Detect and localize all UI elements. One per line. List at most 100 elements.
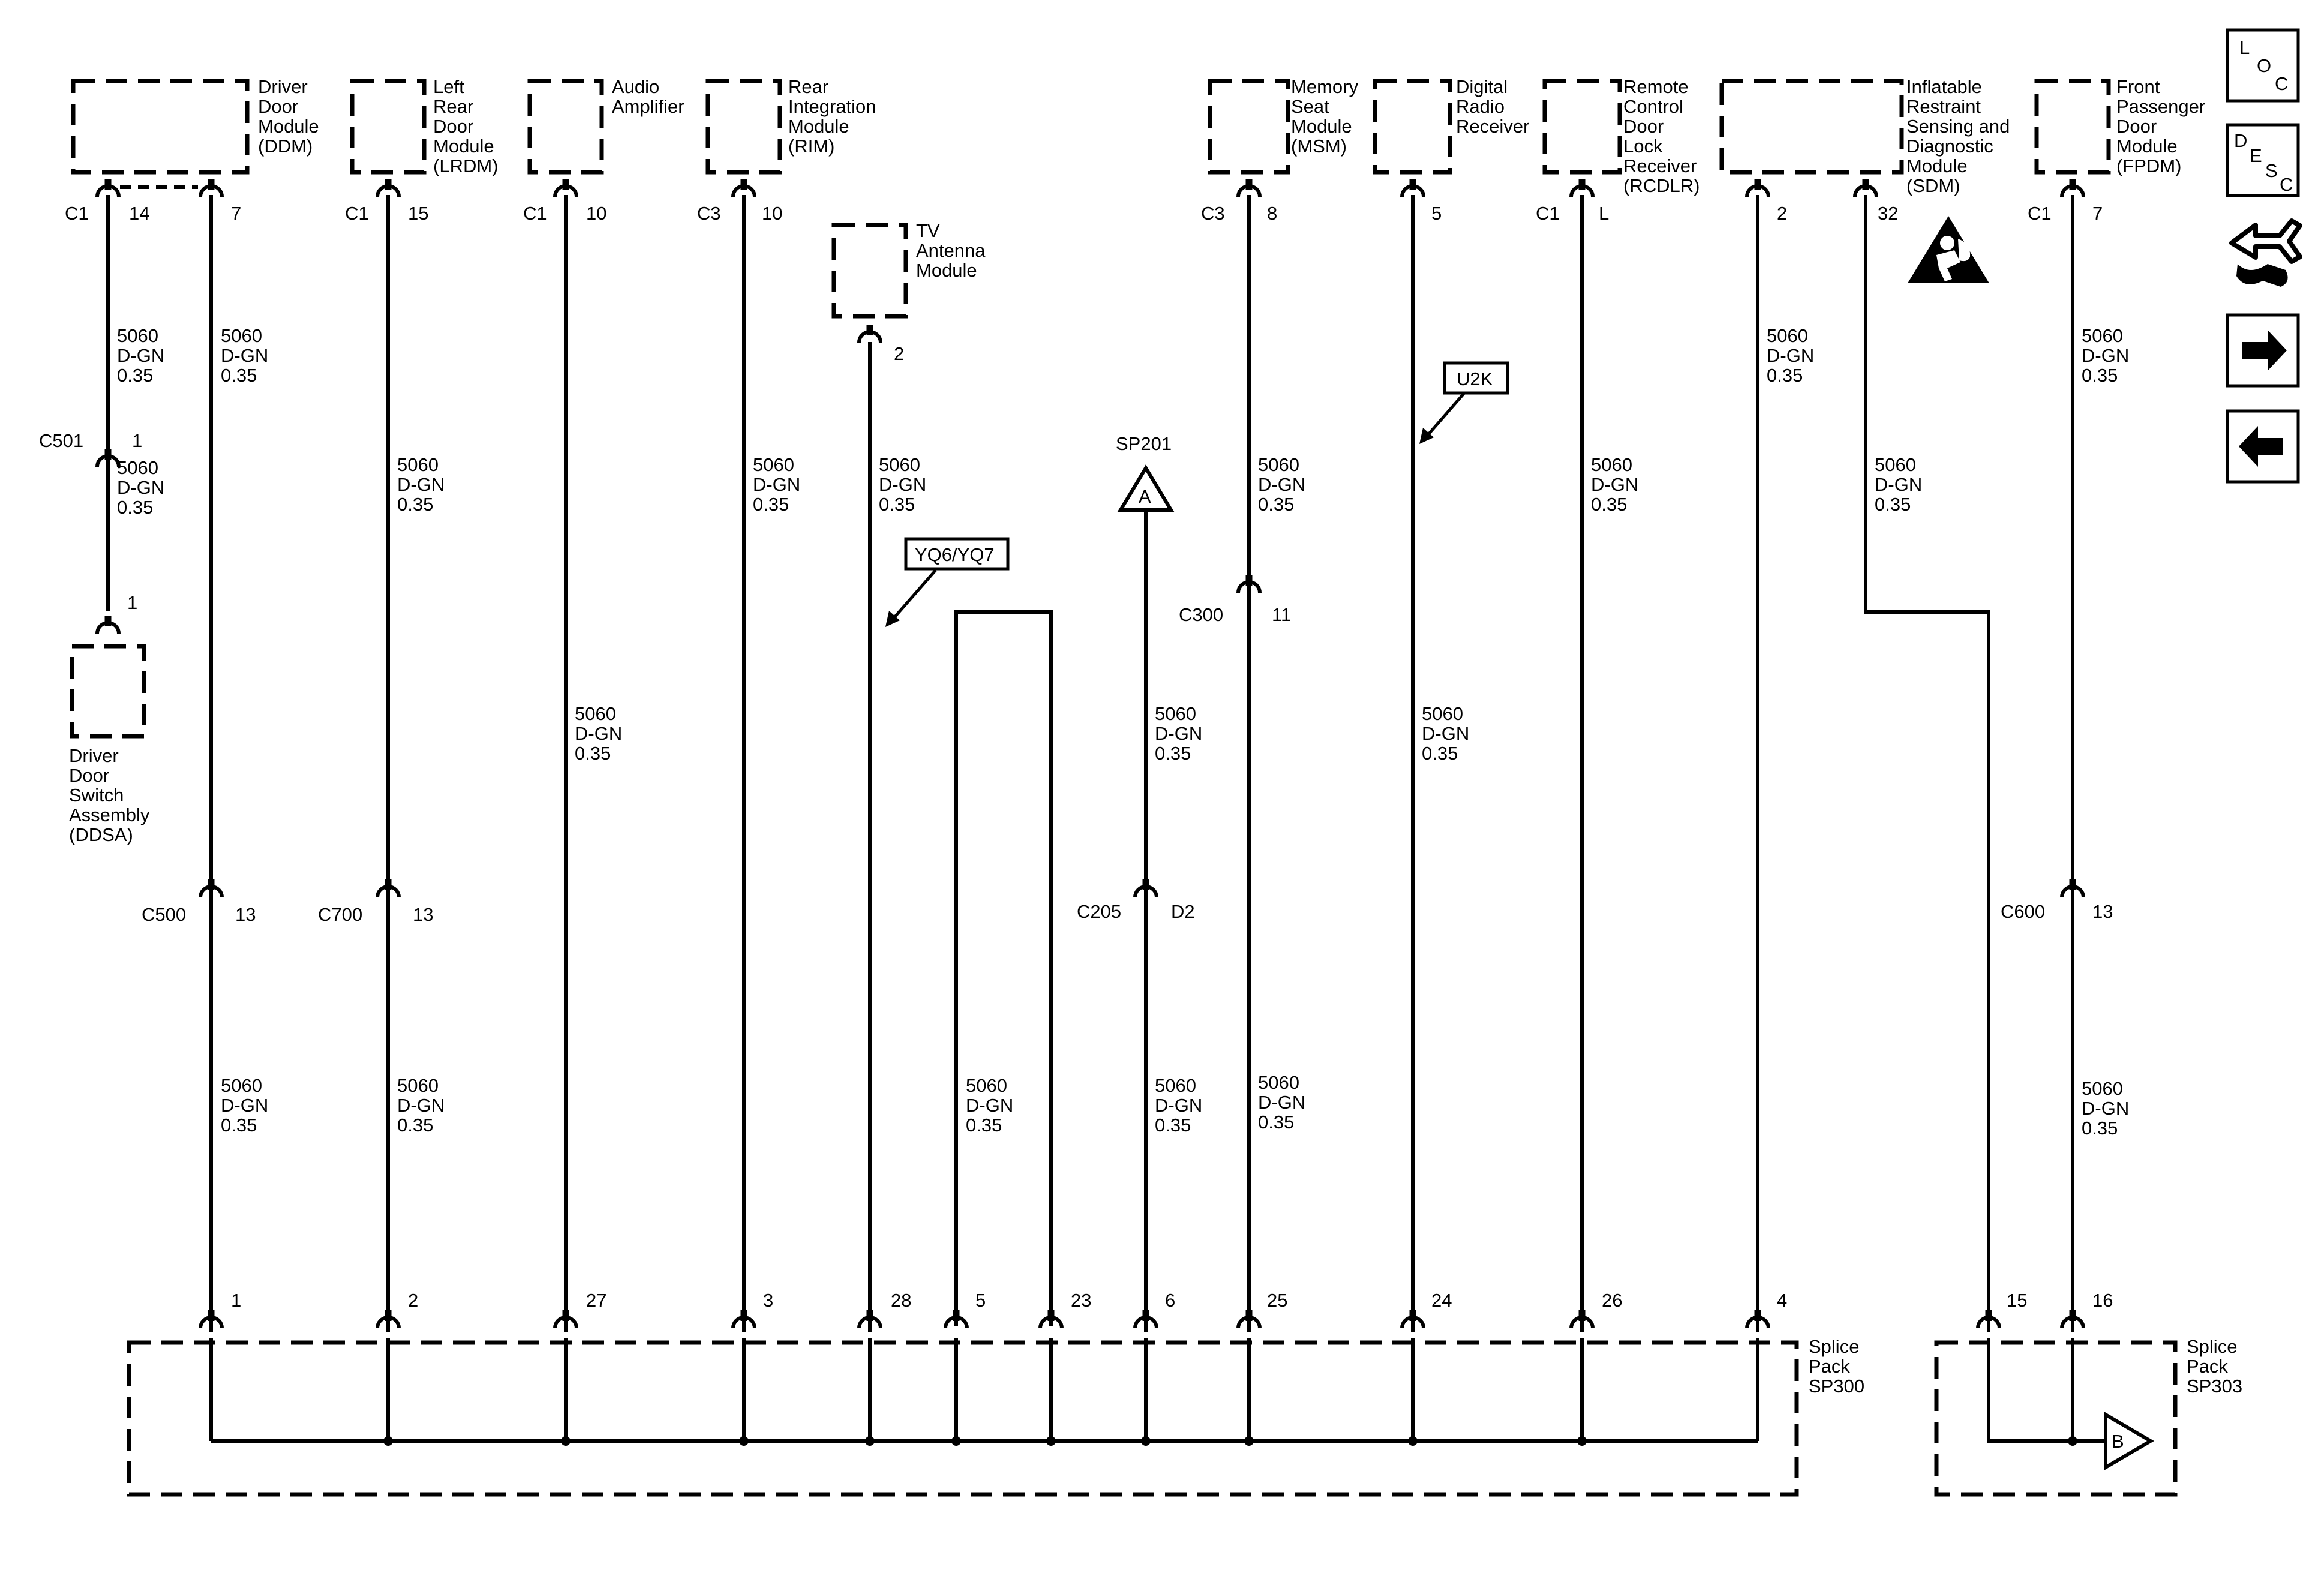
terminal-splice-1: [376, 1310, 401, 1329]
prev-page-button[interactable]: [2226, 409, 2300, 484]
sdm-pin-2: 2: [1777, 203, 1787, 224]
svg-text:6: 6: [1165, 1290, 1175, 1311]
svg-text:C: C: [2275, 73, 2288, 94]
terminal-splice-0: [199, 1310, 224, 1329]
tv-antenna-box[interactable]: [831, 223, 908, 319]
sp303-label: Splice Pack SP303: [2187, 1336, 2242, 1397]
rcdlr-pin: L: [1599, 203, 1609, 224]
terminal-lrdm: [376, 179, 401, 197]
ddsa-box[interactable]: [70, 644, 146, 739]
msm-box[interactable]: [1208, 79, 1290, 175]
wire-loop: [954, 610, 1053, 1326]
terminal-c501-bot: [95, 616, 121, 634]
desc-button[interactable]: D E S C: [2226, 123, 2300, 197]
svg-text:L: L: [2239, 37, 2250, 58]
sdm-box[interactable]: [1719, 79, 1904, 175]
sp303-triangle[interactable]: [2104, 1411, 2154, 1471]
c700-label: C700: [318, 904, 362, 925]
svg-text:5: 5: [975, 1290, 986, 1311]
ddm-pin-14: 14: [129, 203, 149, 224]
c205-pin: D2: [1171, 901, 1195, 922]
msm-label: Memory Seat Module (MSM): [1291, 76, 1364, 157]
amp-box[interactable]: [527, 79, 604, 175]
svg-text:24: 24: [1431, 1290, 1452, 1311]
yq-arrow-line: [893, 569, 937, 619]
fpdm-conn: C1: [2028, 203, 2052, 224]
terminal-sdm-2: [1745, 179, 1770, 197]
tv-antenna-label: TV Antenna Module: [916, 220, 990, 281]
sp300-pin-labels: 1 2 27 3 28 5 23 6 25 24 26 4: [231, 1290, 1787, 1311]
c205-label: C205: [1077, 901, 1121, 922]
arrow-right-icon: [2242, 330, 2287, 371]
drr-label: Digital Radio Receiver: [1456, 76, 1529, 137]
next-page-button[interactable]: [2226, 313, 2300, 388]
ddm-conn: C1: [65, 203, 89, 224]
sp300-box[interactable]: [127, 1340, 1799, 1497]
ddm-box[interactable]: [71, 79, 250, 175]
c300-pin: 11: [1272, 604, 1291, 625]
ddm-pin-7: 7: [231, 203, 241, 224]
terminal-sdm-32: [1853, 179, 1878, 197]
yq-callout-box[interactable]: [904, 537, 1010, 571]
terminal-splice-10: [1569, 1310, 1595, 1329]
terminals: [95, 179, 2085, 1329]
u2k-callout-box[interactable]: [1443, 361, 1509, 395]
terminal-ddm-7: [199, 179, 224, 197]
terminal-splice-11: [1745, 1310, 1770, 1329]
terminal-splice-6: [1038, 1310, 1064, 1329]
terminal-fpdm: [2060, 179, 2085, 197]
c500-label: C500: [142, 904, 186, 925]
sp303-bus: [1987, 1338, 2106, 1443]
wire-sdm-32: [1864, 195, 1990, 1332]
svg-text:C: C: [2280, 174, 2293, 195]
svg-text:15: 15: [2007, 1290, 2027, 1311]
c300-label: C300: [1179, 604, 1223, 625]
amp-pin: 10: [586, 203, 606, 224]
rim-pin: 10: [762, 203, 782, 224]
arrow-left-icon: [2239, 426, 2283, 467]
rim-label: Rear Integration Module (RIM): [788, 76, 881, 157]
c501-pin-bot: 1: [127, 592, 137, 613]
rcdlr-label: Remote Control Door Lock Receiver (RCDLR…: [1623, 76, 1702, 196]
sp303-pin-labels: 15 16: [2007, 1290, 2113, 1311]
svg-text:D: D: [2234, 130, 2247, 151]
lrdm-pin: 15: [408, 203, 428, 224]
u2k-callout-label: U2K: [1457, 368, 1493, 389]
lrdm-box[interactable]: [350, 79, 427, 175]
fpdm-box[interactable]: [2034, 79, 2111, 175]
msm-conn: C3: [1201, 203, 1225, 224]
sp303-box[interactable]: [1934, 1340, 2178, 1497]
drr-box[interactable]: [1373, 79, 1452, 175]
sdm-label: Inflatable Restraint Sensing and Diagnos…: [1906, 76, 2015, 196]
svg-text:27: 27: [586, 1290, 606, 1311]
terminal-c700: [376, 879, 401, 898]
terminal-splice-5: [944, 1310, 969, 1329]
svg-text:2: 2: [408, 1290, 418, 1311]
sp201-triangle[interactable]: [1117, 464, 1175, 512]
svg-text:16: 16: [2092, 1290, 2113, 1311]
terminal-splice-8: [1236, 1310, 1262, 1329]
terminal-c501-top: [95, 449, 121, 467]
rcdlr-conn: C1: [1536, 203, 1560, 224]
svg-text:1: 1: [231, 1290, 241, 1311]
svg-text:26: 26: [1602, 1290, 1622, 1311]
sp201-letter: A: [1139, 486, 1151, 507]
connector-wrench-icon[interactable]: [2229, 218, 2302, 287]
rim-box[interactable]: [705, 79, 782, 175]
svg-text:S: S: [2265, 160, 2278, 181]
svg-text:23: 23: [1071, 1290, 1091, 1311]
sdm-pin-32: 32: [1878, 203, 1898, 224]
terminal-tv: [857, 325, 882, 343]
rcdlr-box[interactable]: [1542, 79, 1622, 175]
loc-button[interactable]: L O C: [2226, 28, 2300, 103]
